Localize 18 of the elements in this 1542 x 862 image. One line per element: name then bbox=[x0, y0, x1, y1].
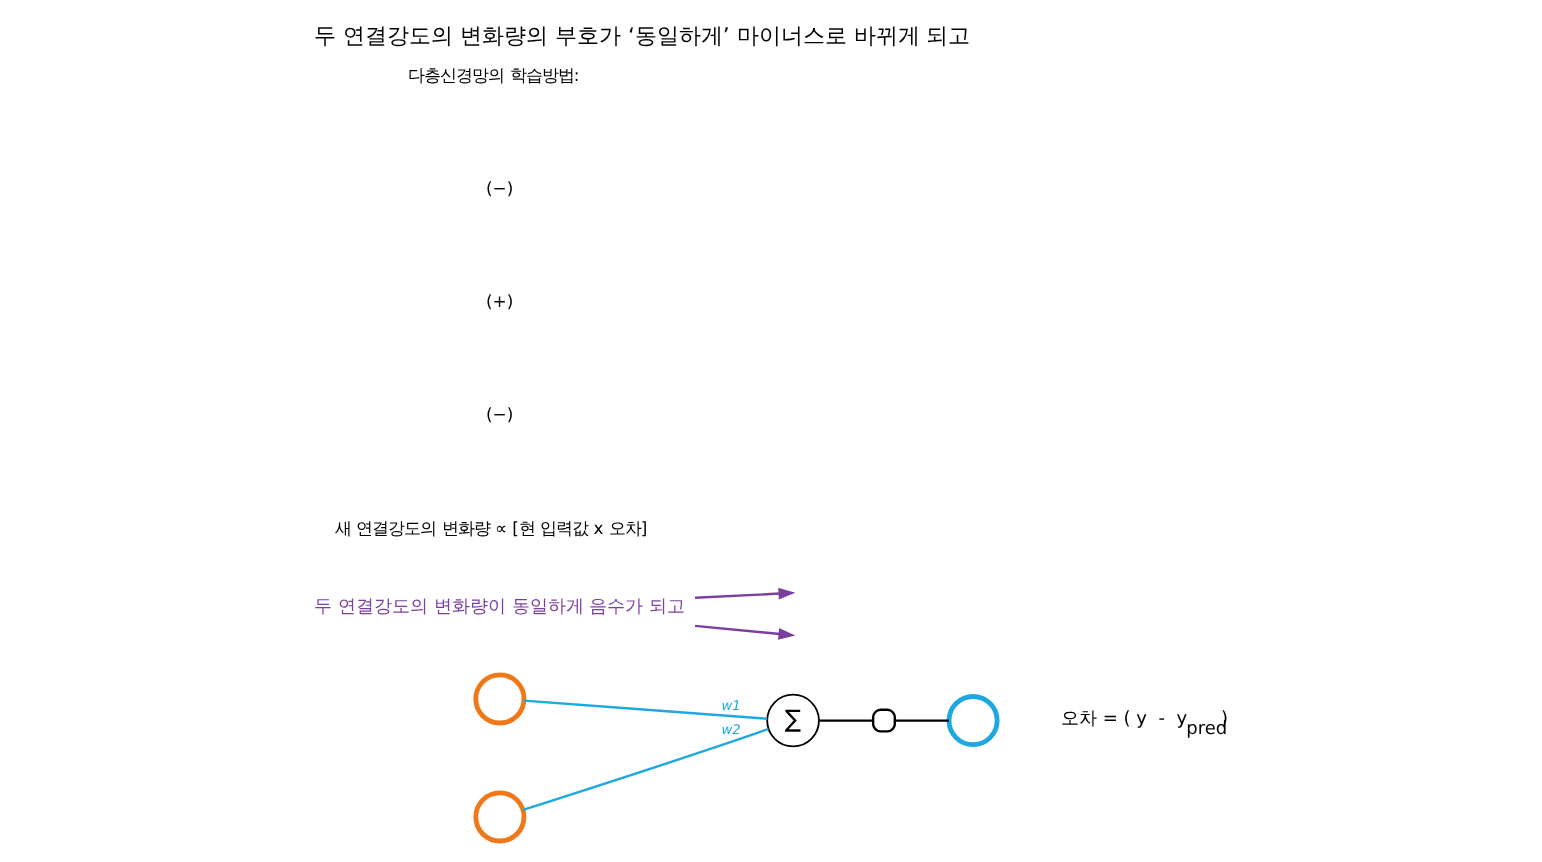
connector bbox=[521, 727, 768, 812]
node-circle bbox=[945, 694, 999, 748]
connector bbox=[522, 699, 767, 720]
node-text: 두 연결강도의 변화량이 동일하게 음수가 되고 bbox=[313, 597, 685, 618]
diagram-title: 두 연결강도의 변화량의 부호가 ‘동일하게’ 마이너스로 바뀌게 되고 bbox=[313, 23, 970, 50]
label: (−) bbox=[485, 178, 513, 199]
node-circle bbox=[472, 672, 526, 726]
label: 다층신경망의 학습방법: bbox=[407, 64, 579, 85]
connector bbox=[818, 719, 872, 722]
label: (+) bbox=[485, 291, 513, 312]
label: 새 연결강도의 변화량 ∝ [현 입력값 x 오차] bbox=[333, 517, 647, 538]
connector bbox=[894, 719, 948, 722]
node-circle: ∑ bbox=[765, 693, 819, 748]
node-circle bbox=[472, 790, 526, 844]
arrow bbox=[693, 624, 795, 640]
arrow bbox=[693, 587, 795, 600]
label: (−) bbox=[485, 404, 513, 425]
node-box bbox=[870, 708, 896, 733]
